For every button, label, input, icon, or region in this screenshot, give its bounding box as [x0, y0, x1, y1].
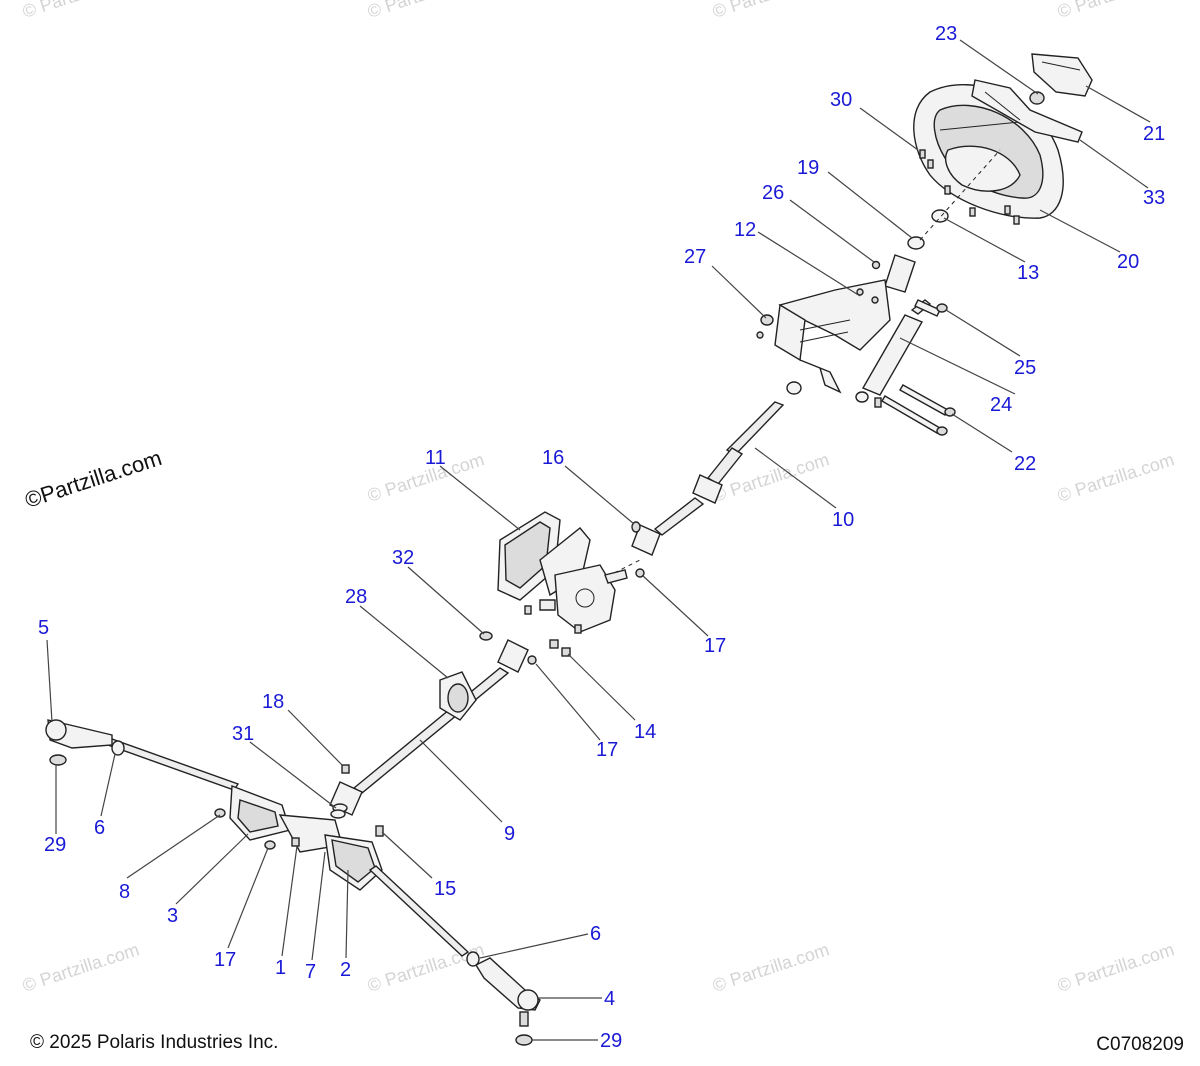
callout-31[interactable]: 31	[232, 723, 254, 745]
callout-26[interactable]: 26	[762, 182, 784, 204]
pinion-seal[interactable]	[330, 803, 348, 819]
callout-21[interactable]: 21	[1143, 123, 1165, 145]
callout-1[interactable]: 1	[275, 957, 286, 979]
bolt-25[interactable]	[914, 299, 948, 317]
intermediate-shaft[interactable]	[631, 401, 785, 556]
horn-bracket[interactable]	[971, 79, 1083, 143]
callout-23[interactable]: 23	[935, 23, 957, 45]
callout-16[interactable]: 16	[542, 447, 564, 469]
callout-9[interactable]: 9	[504, 823, 515, 845]
jam-nut-left[interactable]	[111, 740, 125, 756]
bolts-22[interactable]	[874, 384, 956, 436]
wheel-cover[interactable]	[1031, 53, 1093, 97]
watermark-tile: © Partzilla.com	[1055, 449, 1177, 506]
watermark-tile: © Partzilla.com	[20, 939, 142, 996]
callout-17-mid[interactable]: 17	[596, 739, 618, 761]
copyright-notice: © 2025 Polaris Industries Inc.	[30, 1032, 279, 1053]
callout-7[interactable]: 7	[305, 961, 316, 983]
parts	[45, 53, 1093, 1046]
callout-13[interactable]: 13	[1017, 262, 1039, 284]
callout-29-right[interactable]: 29	[600, 1030, 622, 1052]
callout-32[interactable]: 32	[392, 547, 414, 569]
callout-17-low[interactable]: 17	[214, 949, 236, 971]
callout-17-upper[interactable]: 17	[704, 635, 726, 657]
callout-28[interactable]: 28	[345, 586, 367, 608]
callout-15[interactable]: 15	[434, 878, 456, 900]
callout-30[interactable]: 30	[830, 89, 852, 111]
watermark-tile: © Partzilla.com	[365, 939, 487, 996]
watermark-tile: © Partzilla.com	[710, 0, 832, 22]
callout-25[interactable]: 25	[1014, 357, 1036, 379]
column-bushing	[786, 381, 802, 395]
power-steering-unit[interactable]	[497, 511, 628, 634]
column-boot[interactable]	[439, 671, 477, 721]
wheel-screws[interactable]	[919, 149, 1020, 225]
callout-8[interactable]: 8	[119, 881, 130, 903]
nut-17-low[interactable]	[264, 840, 276, 850]
callout-12[interactable]: 12	[734, 219, 756, 241]
tie-rod-end-left[interactable]	[45, 719, 113, 749]
jam-nut-right[interactable]	[466, 951, 480, 967]
callout-3[interactable]: 3	[167, 905, 178, 927]
diagram-code: C0708209	[1096, 1034, 1184, 1055]
nut-26[interactable]	[871, 260, 881, 270]
callout-6-left[interactable]: 6	[94, 817, 105, 839]
callout-14[interactable]: 14	[634, 721, 656, 743]
bolt-1[interactable]	[291, 837, 300, 847]
nut-23[interactable]	[1029, 91, 1045, 105]
callout-6-right[interactable]: 6	[590, 923, 601, 945]
leader-lines	[46, 39, 1151, 1041]
bolt-18[interactable]	[341, 764, 350, 774]
callout-labels: 23 21 30 33 19 13 26 20 12 27 25 24 22 1…	[38, 23, 1165, 1052]
partzilla-brand-mark: ©Partzilla.com	[22, 445, 165, 513]
callout-24[interactable]: 24	[990, 394, 1012, 416]
watermark-tile: © Partzilla.com	[365, 0, 487, 22]
nut-27b	[756, 331, 764, 339]
callout-5[interactable]: 5	[38, 617, 49, 639]
bolt-15[interactable]	[375, 825, 384, 837]
callout-18[interactable]: 18	[262, 691, 284, 713]
callout-4[interactable]: 4	[604, 988, 615, 1010]
nut-29-left[interactable]	[49, 754, 67, 766]
bolt-32[interactable]	[479, 631, 493, 641]
watermark-tile: © Partzilla.com	[1055, 939, 1177, 996]
callout-2[interactable]: 2	[340, 959, 351, 981]
callout-10[interactable]: 10	[832, 509, 854, 531]
callout-19[interactable]: 19	[797, 157, 819, 179]
nut-17-mid[interactable]	[527, 655, 537, 665]
callout-22[interactable]: 22	[1014, 453, 1036, 475]
nut-8[interactable]	[214, 808, 226, 818]
bolt-16[interactable]	[631, 521, 641, 533]
callout-20[interactable]: 20	[1117, 251, 1139, 273]
nut-29-right[interactable]	[515, 1034, 533, 1046]
watermark-tile: © Partzilla.com	[1055, 0, 1177, 22]
watermark-tile: © Partzilla.com	[20, 0, 142, 22]
watermark-tile: © Partzilla.com	[710, 939, 832, 996]
bolts-14[interactable]	[549, 639, 571, 657]
lower-shaft[interactable]	[329, 639, 529, 816]
tie-rod-end-right[interactable]	[475, 957, 541, 1027]
steering-column-bracket[interactable]	[774, 254, 916, 394]
nut-27[interactable]	[760, 314, 774, 326]
callout-27[interactable]: 27	[684, 246, 706, 268]
bushing-13[interactable]	[931, 209, 949, 223]
callout-29-left[interactable]: 29	[44, 834, 66, 856]
callout-11[interactable]: 11	[425, 447, 446, 469]
callout-33[interactable]: 33	[1143, 187, 1165, 209]
steering-rack[interactable]	[106, 738, 470, 957]
